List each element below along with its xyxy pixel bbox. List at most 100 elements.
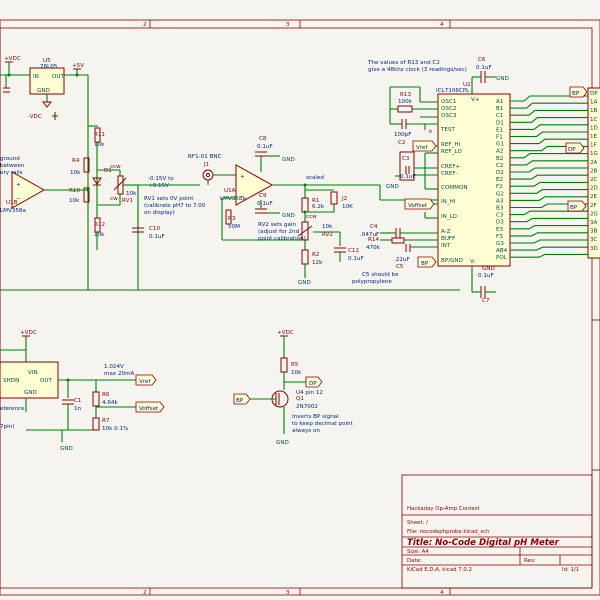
rv1-ccw: ccw <box>110 164 121 170</box>
u2-left-pins: OSC1 OSC2 OSC3 TEST REF_HI REF_LO CREF+ … <box>440 99 468 264</box>
bus-wire <box>510 167 588 173</box>
c1-ref: C1 <box>74 398 82 404</box>
ground-note-1: ground <box>0 156 20 162</box>
bus-wire <box>510 232 588 237</box>
u2-pin-g1: G1 <box>496 142 504 148</box>
bus-wire <box>510 253 588 258</box>
u2-pin-c2: C2 <box>496 163 503 169</box>
bus-wire <box>510 160 588 166</box>
u2-pin-osc2: OSC2 <box>441 106 456 112</box>
r11-value: 10k <box>94 142 105 148</box>
ref-pin-shdn: SHDN <box>3 378 19 384</box>
ref-pin-vin: VIN <box>28 370 38 376</box>
voffset-net-text-2: Voffset <box>139 406 159 412</box>
gnd-c9: GND <box>282 213 295 219</box>
r12-ref: R12 <box>94 222 105 228</box>
r11-ref: R11 <box>94 132 105 138</box>
r2-value: 12k <box>312 260 323 266</box>
bp-net-label-left <box>417 256 437 268</box>
gnd-r2: GND <box>298 280 311 286</box>
bus-wire <box>510 109 588 116</box>
bnc-label: RF1-01 BNC <box>188 154 222 160</box>
u5-ref: U5 <box>43 58 51 64</box>
tb-id: Id: 1/1 <box>562 567 579 573</box>
bus-wire <box>510 210 588 216</box>
tb-tool: KiCad E.D.A. kicad 7.0.2 <box>407 567 472 573</box>
display-pin-2b: 2B <box>590 168 598 174</box>
u2-pin-f1: F1 <box>496 135 503 141</box>
voffset-net-label-2 <box>135 401 165 413</box>
display-pin-2f: 2F <box>590 203 597 209</box>
r14-ref: R14 <box>368 237 379 243</box>
display-connector: BP DP BP DP1A1B1C1D1E1F1G2A2B2C2D2E2F2G3… <box>565 86 600 259</box>
c10: C10 0.1uF -0.15V to +0.15V RV1 sets 0V p… <box>123 176 206 240</box>
c8-value: 0.1uF <box>257 144 273 150</box>
inverter-q1: +VDC R5 10k DP U4 pin 12 BP Q1 2N7002 In… <box>233 330 354 446</box>
ref-label-2: 7pin) <box>0 424 14 430</box>
q1-note-2: to keep decimal point <box>292 421 354 427</box>
frame-col-2: 2 <box>143 22 147 28</box>
c6-ref: C6 <box>478 57 486 63</box>
bus-wire <box>510 239 588 244</box>
bus-wire <box>510 102 588 109</box>
vref-net-text-2: Vref <box>139 379 151 385</box>
u2-pin-c3: C3 <box>496 213 504 219</box>
c9-value: 0.1uF <box>257 201 273 207</box>
display-pin-dp: DP <box>590 91 598 97</box>
title-block: Hackaday Op-Amp Contest Sheet: / File: n… <box>401 474 593 589</box>
u2-pin-test: TEST <box>440 127 456 133</box>
osc-note-1: The values of R13 and C2 <box>367 60 440 66</box>
frame-col-4: 4 <box>440 22 444 28</box>
u2-pin-d3: D3 <box>496 220 504 226</box>
bp-net-label-2 <box>233 393 251 405</box>
rv1-note-3: on display) <box>144 210 175 216</box>
scaled-label: scaled <box>306 175 324 181</box>
u2-pin-osc1: OSC1 <box>441 99 457 105</box>
range-note-1: -0.15V to <box>148 176 174 182</box>
ref-label-1: eference <box>0 406 25 412</box>
display-pin-1c: 1C <box>590 117 598 123</box>
tb-sheet: Sheet: / <box>407 520 428 526</box>
plus5v-label: +5V <box>72 63 84 69</box>
u2-pin-d2: D2 <box>496 170 504 176</box>
u1a-value: LMV358a <box>220 196 246 202</box>
c9-ref: C9 <box>259 193 267 199</box>
tb-project: Hackaday Op-Amp Contest <box>407 506 480 512</box>
display-pin-1b: 1B <box>590 108 598 114</box>
frame-col-4-bottom: 4 <box>440 590 444 596</box>
r12-value: 10k <box>94 232 105 238</box>
r6-ref: R6 <box>102 392 110 398</box>
ground-note-3: ery rails <box>0 170 23 176</box>
u2-pin-e1: E1 <box>496 127 504 133</box>
bus-wire <box>510 217 588 223</box>
dp-net-text-right: DP <box>568 147 576 153</box>
vref-net-text: Vref <box>416 145 428 151</box>
u1b-minus: − <box>16 196 21 202</box>
u2-pin-f2: F2 <box>496 184 503 190</box>
c5-note-2: polypropylene <box>352 279 392 285</box>
u5-value: 78L05 <box>40 64 58 70</box>
u1b-plus: + <box>16 182 21 188</box>
r1-ref: R1 <box>312 198 320 204</box>
c7-gnd-label: GND <box>482 266 495 272</box>
j2-value: 10K <box>342 204 353 210</box>
u2-pin-refhi: REF_HI <box>441 142 461 148</box>
c3-value: 0.1uF <box>400 174 416 180</box>
u2-pin-b3: B3 <box>496 206 504 212</box>
display-pin-3a: 3A <box>590 220 598 226</box>
u2-pin-f3: F3 <box>496 234 503 240</box>
bp-net-text-right-2: BP <box>570 205 578 211</box>
vref-net-label-2 <box>135 374 157 386</box>
bus-wire <box>510 246 588 251</box>
c5-note-1: C5 should be <box>362 272 399 278</box>
c10-value: 0.1uF <box>149 234 165 240</box>
test-nc: × <box>428 129 433 135</box>
c3-ref: C3 <box>402 156 410 162</box>
u2-pin-bpgnd: BP/GND <box>441 258 463 264</box>
r5-value: 10k <box>291 370 302 376</box>
rv1-note-1: RV1 sets 0V point <box>144 196 194 202</box>
q1-vdc-label: +VDC <box>277 330 294 336</box>
rv1-value: 10k <box>126 191 137 197</box>
